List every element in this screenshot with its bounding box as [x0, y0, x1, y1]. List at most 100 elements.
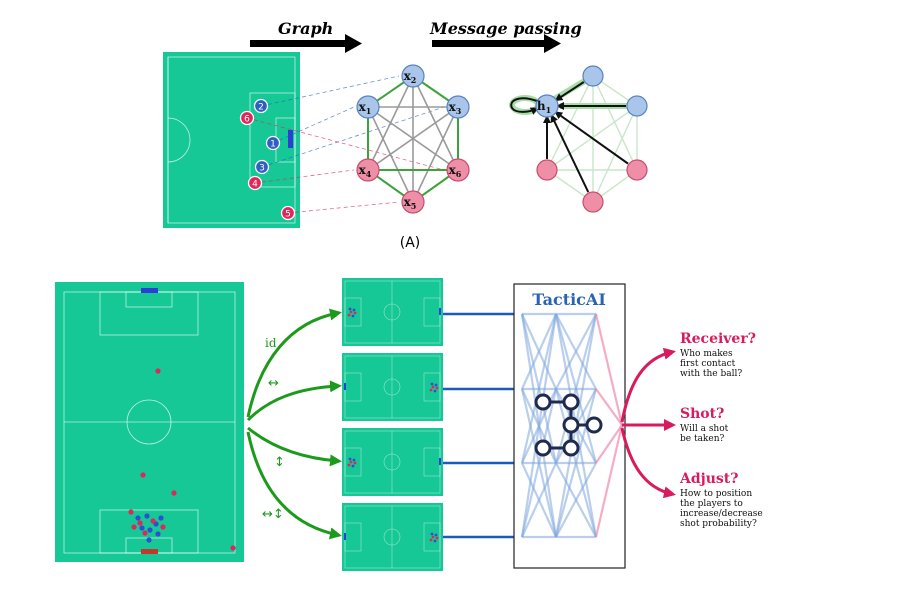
- player-dot-blue: [139, 525, 145, 531]
- output-receiver: Receiver? Who makes first contact with t…: [680, 331, 756, 379]
- mini-player-dot: [433, 389, 437, 393]
- nn-connection: [520, 388, 558, 538]
- message-passing-label: Message passing: [429, 19, 582, 38]
- gnn-node: [562, 393, 580, 411]
- svg-text:x3: x3: [449, 100, 462, 116]
- mini-player-dot: [434, 383, 438, 387]
- node-subscript: 3: [456, 106, 462, 116]
- player-dot-red: [140, 472, 146, 478]
- nn-output-connection: [595, 424, 623, 464]
- pitch-player-1: 1: [265, 135, 281, 151]
- full-pitch: [55, 282, 244, 562]
- player-dot-blue: [135, 515, 141, 521]
- svg-text:x4: x4: [359, 163, 372, 179]
- graph-arrow: [250, 34, 362, 53]
- transform-identity-label: id: [265, 336, 277, 350]
- mini-player-dot: [353, 461, 357, 465]
- graph-node-x2: x2: [401, 64, 425, 88]
- output-arrows: [620, 347, 676, 499]
- hidden-node-h1: h1: [535, 94, 559, 118]
- mini-player-dot: [430, 532, 434, 536]
- tacticai-title: TacticAI: [532, 290, 606, 309]
- gnn-icon: [534, 393, 603, 457]
- shot-desc-1: Will a shot: [680, 424, 729, 434]
- graph-label: Graph: [278, 19, 333, 38]
- mini-goal: [344, 383, 346, 390]
- pitch-player-6: 6: [239, 110, 255, 126]
- mp-node: [582, 65, 604, 87]
- pitch-player-number: 2: [258, 103, 264, 113]
- node-symbol: x: [359, 100, 367, 114]
- mini-player-dot: [429, 538, 433, 542]
- panel-a-caption: (A): [400, 235, 421, 251]
- player-dot-blue: [158, 515, 164, 521]
- output-shot: Shot? Will a shot be taken?: [680, 406, 729, 444]
- player-dot-red: [155, 368, 161, 374]
- mp-node: [536, 159, 558, 181]
- tacticai-model: TacticAI: [513, 283, 626, 569]
- gnn-node: [585, 416, 603, 434]
- graph-node-x6: x6: [446, 158, 470, 182]
- message-passing-arrow: [432, 34, 561, 53]
- pitch-player-5: 5: [280, 205, 296, 221]
- mini-player-dot: [431, 385, 435, 389]
- graph-edge: [412, 106, 459, 203]
- mini-player-dot: [430, 382, 434, 386]
- node-symbol: x: [359, 163, 367, 177]
- transform-hvflip-label: ↔↕: [262, 507, 284, 522]
- node-subscript: 5: [411, 201, 417, 211]
- nn-connection: [520, 313, 558, 464]
- message-arrow: [554, 111, 629, 165]
- svg-text:x1: x1: [359, 100, 372, 116]
- mini-player-dot: [435, 536, 439, 540]
- dash-connector: [260, 75, 400, 107]
- mini-player-dot: [348, 307, 352, 311]
- player-dot-blue: [146, 537, 152, 543]
- faded-edge: [592, 75, 638, 171]
- message-arrow: [554, 81, 585, 102]
- dash-connector: [246, 117, 445, 171]
- graph-node-x3: x3: [446, 95, 470, 119]
- augmented-view-1: [342, 278, 443, 346]
- augmented-views: [342, 278, 443, 571]
- mini-goal: [439, 458, 441, 465]
- mini-player-dot: [433, 539, 437, 543]
- pitch-players: 1 2 3 4 5 6: [239, 98, 296, 221]
- svg-text:x2: x2: [404, 69, 417, 85]
- node-symbol: x: [404, 69, 412, 83]
- dash-connector: [272, 106, 355, 144]
- node-symbol: x: [449, 163, 457, 177]
- mini-player-dot: [352, 308, 356, 312]
- pitch-player-4: 4: [247, 175, 263, 191]
- node-subscript: 2: [411, 75, 417, 85]
- mini-player-dot: [349, 460, 353, 464]
- mini-goal: [439, 308, 441, 315]
- nn-output-connection: [594, 424, 624, 538]
- mini-player-dot: [434, 533, 438, 537]
- nn-connection: [521, 462, 557, 538]
- augmented-view-3: [342, 428, 443, 496]
- transform-vflip-label: ↕: [274, 455, 285, 470]
- goal: [288, 130, 293, 148]
- receiver-title: Receiver?: [680, 331, 756, 347]
- hidden-node-subscript: 1: [546, 105, 552, 115]
- pitch-player-2: 2: [253, 98, 269, 114]
- nn-connection: [520, 313, 558, 538]
- player-dot-red: [128, 509, 134, 515]
- receiver-desc-2: first contact: [680, 359, 736, 369]
- dash-connector: [261, 106, 445, 168]
- pitch-player-number: 4: [252, 180, 258, 190]
- mini-player-dot: [352, 458, 356, 462]
- augmentation-arrows: [246, 308, 342, 540]
- node-symbol: x: [404, 195, 412, 209]
- player-dot-red: [137, 520, 143, 526]
- graph-edge: [367, 75, 414, 171]
- player-node-connectors: [246, 75, 445, 214]
- pitch-player-3: 3: [254, 159, 270, 175]
- pitch-player-number: 1: [270, 140, 276, 150]
- svg-text:x5: x5: [404, 195, 417, 211]
- shot-title: Shot?: [680, 406, 724, 422]
